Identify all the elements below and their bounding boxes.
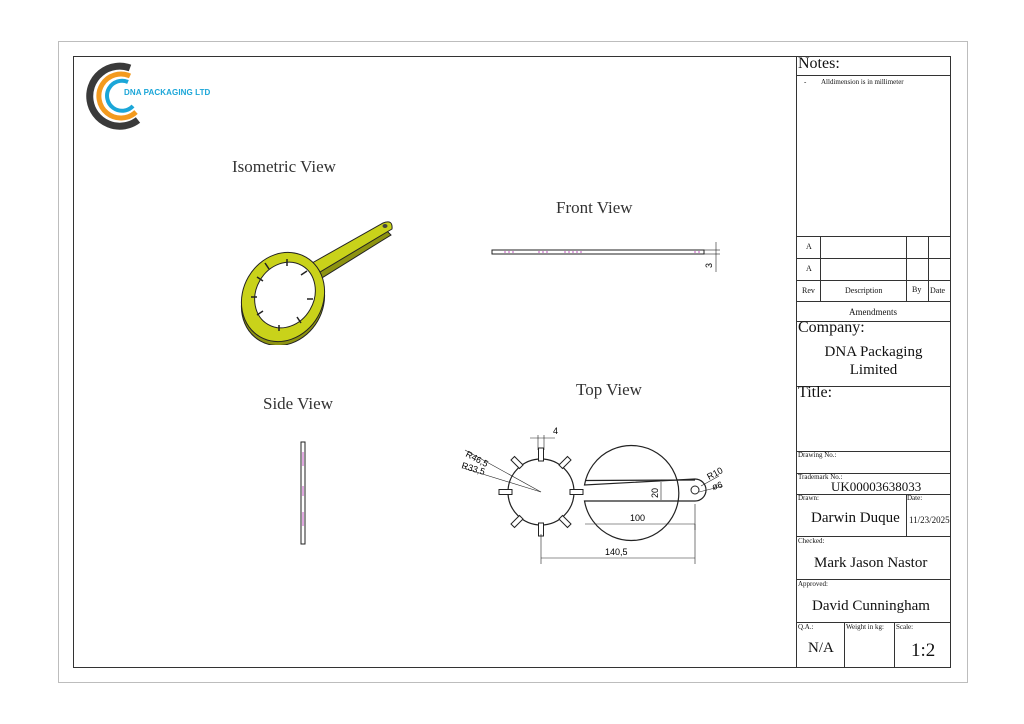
drawn-label: Drawn: <box>798 494 819 502</box>
company-name-line1: DNA Packaging <box>824 344 923 360</box>
front-thickness-dim: 3 <box>704 263 714 268</box>
divider <box>796 536 951 537</box>
amendments-title: Amendments <box>849 307 897 317</box>
amendment-rev-label: Rev <box>802 286 815 295</box>
divider <box>796 451 951 452</box>
notes-bullet: - <box>804 78 807 86</box>
company-label: Company: <box>798 319 865 336</box>
sheet-outer-border <box>58 41 968 683</box>
scale-value: 1:2 <box>911 640 936 661</box>
amendment-row-1-rev: A <box>806 242 812 251</box>
amendment-by-label: By <box>912 285 922 294</box>
overall-length-dim: 140,5 <box>605 547 628 557</box>
divider <box>796 473 951 474</box>
divider <box>796 622 951 623</box>
divider <box>894 622 895 668</box>
amendment-row-2-rev: A <box>806 264 812 273</box>
divider <box>796 301 951 302</box>
top-view-title: Top View <box>576 380 642 399</box>
sheet-inner-border <box>73 56 951 668</box>
scale-label: Scale: <box>896 623 914 631</box>
divider <box>820 236 821 301</box>
notes-heading: Notes: <box>798 55 840 72</box>
isometric-view-title: Isometric View <box>232 157 336 176</box>
drawn-value: Darwin Duque <box>811 510 900 526</box>
approved-label: Approved: <box>798 580 828 588</box>
title-label: Title: <box>798 384 833 401</box>
divider <box>796 321 951 322</box>
qa-label: Q.A.: <box>798 623 814 631</box>
divider <box>796 280 951 281</box>
checked-label: Checked: <box>798 537 825 545</box>
trademark-label: Trademark No.: <box>798 473 843 481</box>
divider <box>844 622 845 668</box>
divider <box>796 386 951 387</box>
front-view-title: Front View <box>556 198 633 217</box>
company-logo-icon <box>86 62 141 130</box>
side-view-drawing <box>300 441 306 545</box>
title-block <box>796 56 951 668</box>
company-name-line2: Limited <box>849 362 898 378</box>
notes-item: Alldimension is in millimeter <box>821 78 904 86</box>
amendment-date-label: Date <box>930 286 946 295</box>
date-value: 11/23/2025 <box>909 515 950 525</box>
slot-width-dim: 4 <box>553 426 558 436</box>
divider <box>906 494 907 536</box>
handle-width-dim: 20 <box>650 488 660 498</box>
divider <box>796 494 951 495</box>
side-view-title: Side View <box>263 394 333 413</box>
trademark-value: UK00003638033 <box>831 479 922 494</box>
front-view-drawing: 3 <box>491 242 720 272</box>
weight-label: Weight in kg: <box>846 623 884 631</box>
divider <box>796 579 951 580</box>
divider <box>796 236 951 237</box>
divider <box>796 258 951 259</box>
handle-length-dim: 100 <box>630 513 645 523</box>
divider <box>928 236 929 301</box>
amendment-description-label: Description <box>845 286 883 295</box>
divider <box>906 236 907 301</box>
qa-value: N/A <box>808 640 834 656</box>
isometric-view-drawing <box>240 221 393 345</box>
approved-value: David Cunningham <box>812 598 930 614</box>
checked-value: Mark Jason Nastor <box>814 555 928 571</box>
company-logo-text: DNA PACKAGING LTD <box>124 88 211 97</box>
date-label: Date: <box>907 494 923 502</box>
hole-diameter-dim: ø6 <box>711 479 724 492</box>
tip-radius-dim: R10 <box>705 465 724 482</box>
divider <box>796 75 951 76</box>
top-view-drawing: 4 R46,5 R33,5 20 R10 ø6 100 140,5 <box>460 426 725 564</box>
drawing-no-label: Drawing No.: <box>798 451 837 459</box>
